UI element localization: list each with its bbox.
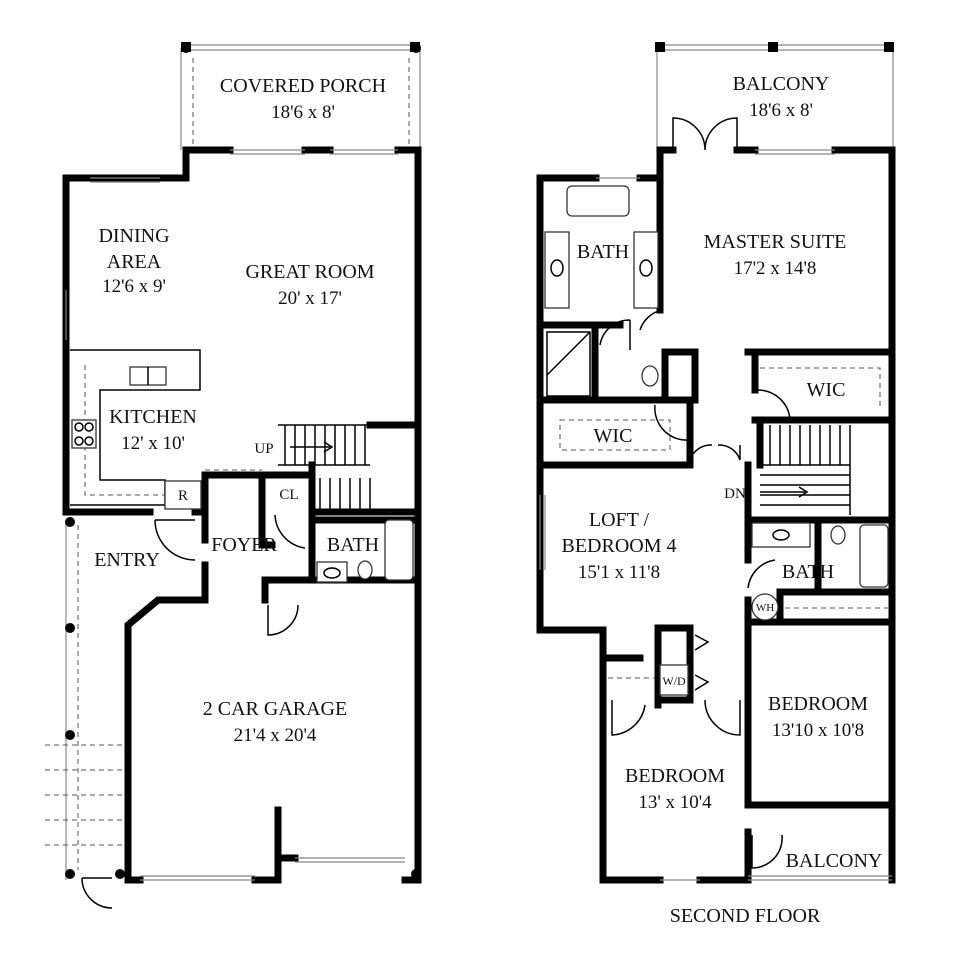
loft-name-line2: BEDROOM 4 xyxy=(561,535,676,557)
loft-size: 15'1 x 11'8 xyxy=(578,562,660,583)
top-balcony-outline xyxy=(655,42,894,151)
door-swing xyxy=(757,389,791,421)
first-floor-bath-name: BATH xyxy=(327,534,379,556)
great-room-size: 20' x 17' xyxy=(278,288,342,309)
dining-area-size: 12'6 x 9' xyxy=(102,276,166,297)
bedroom-left-size: 13' x 10'4 xyxy=(638,792,712,813)
second-floor-title: SECOND FLOOR xyxy=(670,905,821,927)
door-swing xyxy=(267,604,299,636)
bedroom-right-name: BEDROOM xyxy=(768,693,868,715)
master-bath-fixtures xyxy=(544,185,663,397)
water-heater-icon xyxy=(751,593,779,621)
stairs-down-label: DN xyxy=(724,486,746,502)
water-heater-label: WH xyxy=(756,602,774,614)
entry-name: ENTRY xyxy=(94,549,160,571)
bedroom-right-size: 13'10 x 10'8 xyxy=(772,720,864,741)
refrigerator-icon xyxy=(164,480,202,510)
washer-dryer-label: W/D xyxy=(662,674,686,688)
bottom-balcony-outline xyxy=(748,834,892,881)
toilet-icon xyxy=(830,525,846,545)
washer-dryer-icon xyxy=(659,664,689,696)
top-balcony-name: BALCONY xyxy=(733,73,830,95)
foyer-name: FOYER xyxy=(211,534,277,556)
garage-name: 2 CAR GARAGE xyxy=(203,698,347,720)
stairs-up xyxy=(278,424,371,512)
entry-porch xyxy=(45,517,125,909)
second-floor-interior-wall xyxy=(536,174,896,809)
dining-area-name-line2: AREA xyxy=(107,251,162,273)
door-swing xyxy=(274,514,306,549)
master-suite-size: 17'2 x 14'8 xyxy=(734,258,817,279)
wic-shelf xyxy=(760,367,881,410)
kitchen-size: 12' x 10' xyxy=(121,433,185,454)
double-door-swing xyxy=(689,444,741,461)
vanity-icon xyxy=(633,231,659,309)
door-swing xyxy=(154,519,196,561)
loft-name-line1: LOFT / xyxy=(589,509,650,531)
door-swing xyxy=(599,319,631,350)
stairs-up-label: UP xyxy=(254,441,273,457)
vanity-icon xyxy=(544,231,570,309)
door-swing xyxy=(639,309,663,331)
door-swing xyxy=(751,834,783,869)
first-floor: R UP xyxy=(45,42,422,909)
first-floor-bath-fixtures xyxy=(316,519,414,583)
wic-right-name: WIC xyxy=(807,379,846,401)
bedroom-left-name: BEDROOM xyxy=(625,765,725,787)
wic-shelf xyxy=(559,419,671,451)
hall-bath-name: BATH xyxy=(782,561,834,583)
stairs-down xyxy=(760,425,851,515)
door-swing xyxy=(654,404,691,441)
bifold-door xyxy=(694,634,710,691)
french-door-swing xyxy=(672,117,738,151)
garage-size: 21'4 x 20'4 xyxy=(234,725,317,746)
top-balcony-size: 18'6 x 8' xyxy=(749,100,813,121)
bathtub-icon xyxy=(566,185,630,217)
toilet-icon xyxy=(357,560,373,580)
covered-porch-size: 18'6 x 8' xyxy=(271,102,335,123)
bottom-balcony-name: BALCONY xyxy=(786,850,883,872)
first-floor-interior-wall xyxy=(62,421,422,604)
wic-left-name: WIC xyxy=(594,425,633,447)
dining-area-name-line1: DINING xyxy=(98,225,169,247)
shower-icon xyxy=(546,331,591,397)
bath-sink-icon xyxy=(316,561,348,583)
hall-bath-fixtures xyxy=(747,522,889,609)
bathtub-icon xyxy=(859,524,889,588)
garage-wall xyxy=(124,576,422,884)
door-swing xyxy=(704,699,741,736)
closet-label: CL xyxy=(279,487,298,503)
kitchen-counter xyxy=(70,349,262,510)
door-swing xyxy=(611,700,646,736)
toilet-icon xyxy=(641,365,659,387)
master-bath-name: BATH xyxy=(577,241,629,263)
kitchen-name: KITCHEN xyxy=(109,406,197,428)
master-suite-name: MASTER SUITE xyxy=(704,231,847,253)
covered-porch-name: COVERED PORCH xyxy=(220,75,386,97)
great-room-name: GREAT ROOM xyxy=(245,261,374,283)
door-swing xyxy=(81,877,113,909)
bathtub-icon xyxy=(384,519,414,581)
vanity-icon xyxy=(751,522,811,548)
door-swing xyxy=(747,559,776,589)
refrigerator-label: R xyxy=(178,488,188,504)
second-floor: DN WH W/D BALCONY 18'6 x 8' MASTER SUITE… xyxy=(536,42,896,927)
